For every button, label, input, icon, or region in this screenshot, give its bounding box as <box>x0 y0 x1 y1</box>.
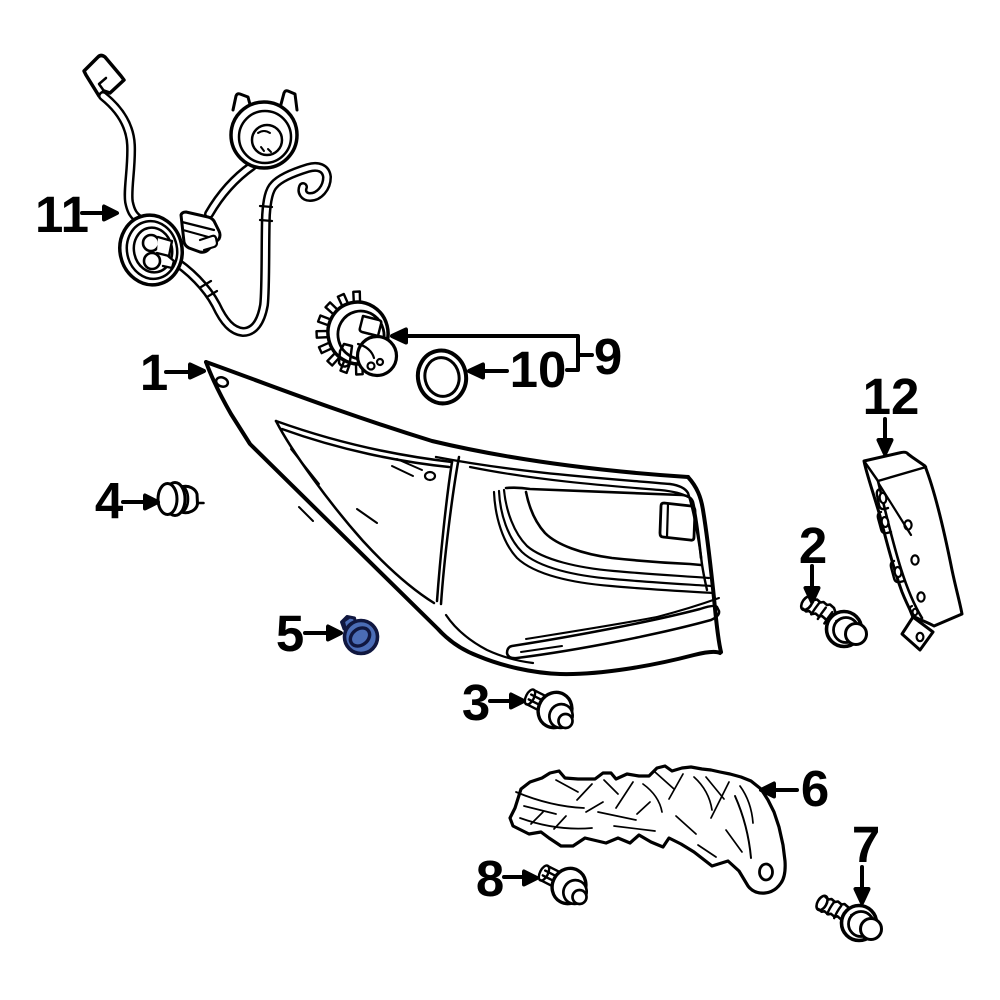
svg-text:3: 3 <box>462 674 490 731</box>
svg-text:4: 4 <box>95 472 124 529</box>
svg-text:1: 1 <box>140 344 168 401</box>
svg-text:5: 5 <box>276 605 304 662</box>
svg-text:6: 6 <box>801 760 829 817</box>
svg-text:7: 7 <box>852 816 880 873</box>
svg-text:11: 11 <box>35 186 89 243</box>
svg-text:10: 10 <box>510 341 567 398</box>
svg-text:8: 8 <box>476 850 504 907</box>
svg-text:9: 9 <box>594 328 622 385</box>
svg-text:12: 12 <box>863 368 920 425</box>
